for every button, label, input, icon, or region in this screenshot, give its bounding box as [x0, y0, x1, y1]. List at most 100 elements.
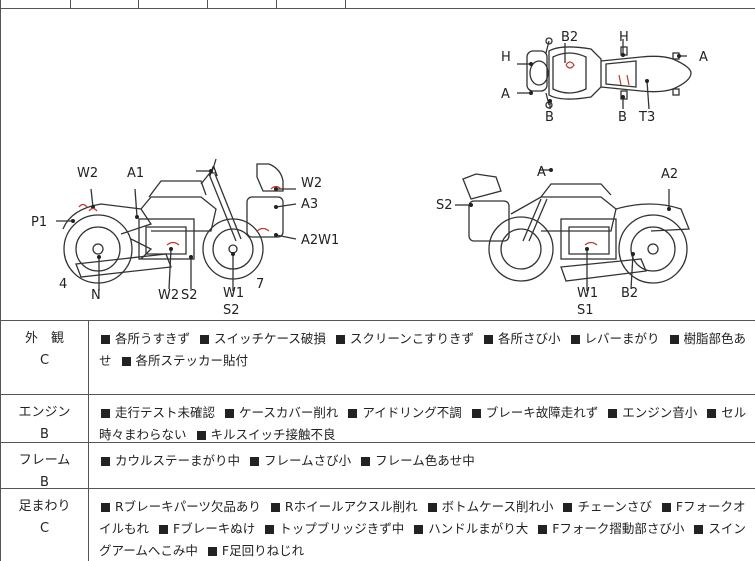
header-cell: [208, 0, 277, 9]
grade-label: C: [39, 521, 50, 536]
header-cell: [1, 0, 71, 9]
label-w2: W2: [77, 166, 98, 181]
condition-item: 各所うすきず: [115, 331, 191, 346]
label-b2: B2: [621, 286, 638, 301]
bullet-square-icon: [484, 334, 493, 344]
condition-item: エンジン音小: [622, 405, 698, 420]
bullet-square-icon: [414, 524, 424, 534]
condition-item: トップブリッジきず中: [279, 521, 405, 536]
bullet-square-icon: [361, 456, 371, 466]
label-n: N: [91, 288, 101, 303]
label-h: H: [619, 30, 629, 45]
items-cell: Rブレーキパーツ欠品あり Rホイールアクスル削れ ボトムケース削れ小 チェーンさ…: [89, 489, 755, 561]
label-s2: S2: [436, 198, 453, 213]
label-w1: W1: [223, 286, 244, 301]
category-cell: エンジン B: [1, 395, 89, 442]
label-a: A: [501, 87, 510, 102]
condition-item: レバーまがり: [584, 331, 660, 346]
condition-item: キルスイッチ接触不良: [210, 427, 336, 442]
bullet-square-icon: [101, 334, 110, 344]
bullet-square-icon: [159, 524, 168, 534]
bullet-square-icon: [471, 408, 481, 418]
label-a: A: [209, 165, 218, 180]
condition-item: スイングアームへこみ中: [99, 521, 746, 558]
header-cell: [277, 0, 346, 9]
condition-item: F足回りねじれ: [221, 543, 305, 558]
category-cell: 外 観 C: [1, 321, 89, 394]
items-cell: カウルステーまがり中 フレームさび小 フレーム色あせ中: [89, 443, 755, 472]
left-side-view-bike: [62, 158, 284, 284]
label-p1: P1: [31, 215, 47, 230]
condition-item: Rブレーキパーツ欠品あり: [115, 499, 261, 514]
bullet-square-icon: [661, 502, 671, 512]
condition-item: チェーンさび: [577, 499, 652, 514]
label-s2: S2: [181, 288, 198, 303]
left-bike-labels: W2 A1 A W2 A3 P1 A2W1 4 N W2 S2 W1 7 S2: [31, 165, 339, 318]
category-label: フレーム: [18, 453, 71, 468]
bullet-square-icon: [707, 408, 717, 418]
bullet-square-icon: [200, 334, 209, 344]
bullet-square-icon: [101, 456, 110, 466]
label-b: B: [545, 110, 554, 125]
condition-item: Fブレーキぬけ: [173, 521, 256, 536]
label-a: A: [699, 50, 708, 65]
condition-item: フレームさび小: [264, 453, 352, 468]
grade-label: B: [40, 475, 49, 490]
bullet-square-icon: [250, 456, 259, 466]
condition-item: カウルステーまがり中: [115, 453, 241, 468]
label-b2: B2: [561, 30, 578, 45]
header-cell: [71, 0, 139, 9]
category-label: エンジン: [18, 405, 71, 420]
category-label: 足まわり: [18, 499, 71, 514]
label-w2: W2: [301, 176, 322, 191]
bullet-square-icon: [563, 502, 573, 512]
label-4: 4: [59, 277, 67, 292]
condition-item: スクリーンこすりきず: [349, 331, 475, 346]
condition-item: ハンドルまがり大: [428, 521, 529, 536]
top-view-labels: B2 H H A A B B T3: [501, 30, 708, 125]
right-side-view-bike: [462, 173, 690, 284]
bullet-square-icon: [196, 430, 206, 440]
condition-item: アイドリング不調: [362, 405, 462, 420]
condition-item: ボトムケース削れ小: [441, 499, 554, 514]
category-cell: 足まわり C: [1, 489, 89, 561]
condition-item: Rホイールアクスル削れ: [284, 499, 418, 514]
bullet-square-icon: [538, 524, 548, 534]
label-w1: W1: [577, 286, 598, 301]
label-a: A: [537, 165, 546, 180]
bullet-square-icon: [101, 408, 110, 418]
condition-item: フレーム色あせ中: [375, 453, 475, 468]
bullet-square-icon: [694, 524, 704, 534]
row-frame: フレーム B カウルステーまがり中 フレームさび小 フレーム色あせ中: [1, 443, 755, 490]
bullet-square-icon: [348, 408, 358, 418]
bullet-square-icon: [669, 334, 679, 344]
label-s1: S1: [577, 303, 594, 318]
label-a2: A2: [661, 167, 678, 182]
condition-item: 各所さび小: [498, 331, 561, 346]
bullet-square-icon: [270, 502, 280, 512]
label-b: B: [618, 110, 627, 125]
label-w2: W2: [158, 288, 179, 303]
row-engine: エンジン B 走行テスト未確認 ケースカバー削れ アイドリング不調 ブレーキ故障…: [1, 395, 755, 443]
category-cell: フレーム B: [1, 443, 89, 490]
damage-diagram: W2 A1 A W2 A3 P1 A2W1 4 N W2 S2 W1 7 S2 …: [1, 9, 755, 321]
condition-item: ケースカバー削れ: [239, 405, 339, 420]
condition-item: Fフォーク摺動部さび小: [552, 521, 685, 536]
condition-rows: 外 観 C 各所うすきず スイッチケース破損 スクリーンこすりきず 各所さび小 …: [1, 321, 755, 561]
condition-item: ブレーキ故障走れず: [485, 405, 599, 420]
top-view-bike: [526, 37, 692, 109]
label-a3: A3: [301, 197, 318, 212]
condition-item: 各所ステッカー貼付: [135, 353, 249, 368]
label-t3: T3: [638, 110, 655, 125]
bullet-square-icon: [265, 524, 275, 534]
grade-label: C: [39, 353, 50, 368]
row-exterior: 外 観 C 各所うすきず スイッチケース破損 スクリーンこすりきず 各所さび小 …: [1, 321, 755, 395]
bullet-square-icon: [335, 334, 345, 344]
motorcycle-diagram-svg: W2 A1 A W2 A3 P1 A2W1 4 N W2 S2 W1 7 S2 …: [31, 30, 708, 318]
label-h: H: [501, 50, 511, 65]
bullet-square-icon: [101, 502, 110, 512]
label-a2w1: A2W1: [301, 233, 339, 248]
condition-item: 樹脂部色あせ: [99, 331, 747, 368]
bullet-square-icon: [207, 546, 217, 556]
